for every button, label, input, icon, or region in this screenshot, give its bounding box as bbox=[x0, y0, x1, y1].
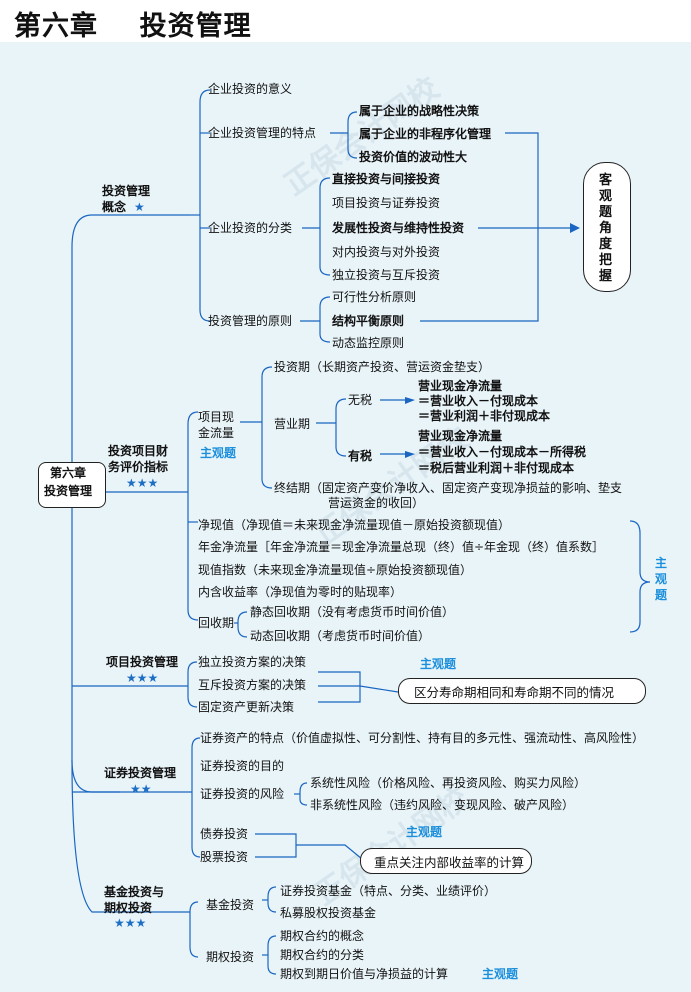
center-node bbox=[38, 462, 106, 508]
with-tax-line: 营业现金净流量 bbox=[418, 429, 503, 443]
principle-item: 动态监控原则 bbox=[332, 336, 405, 350]
payback-label: 回收期 bbox=[198, 616, 235, 630]
objective-char: 客 bbox=[599, 173, 613, 188]
no-tax-label: 无税 bbox=[348, 393, 373, 407]
branch3-label: 项目投资管理 bbox=[106, 655, 179, 669]
fund-item: 证券投资基金（特点、分类、业绩评价） bbox=[280, 884, 497, 898]
mindmap-panel: 正保会计网校 正保会计网校 正保会计网校 bbox=[0, 42, 691, 992]
no-tax-line: ＝营业利润＋非付现成本 bbox=[418, 409, 551, 423]
fund-item: 私募股权投资基金 bbox=[280, 906, 377, 920]
center-label-1: 第六章 bbox=[50, 466, 87, 480]
branch3-stars: ★★★ bbox=[126, 671, 159, 685]
with-tax-line: ＝营业收入－付现成本－所得税 bbox=[418, 445, 587, 459]
branch1-label-2: 概念 bbox=[102, 200, 127, 214]
branch5-label-1: 基金投资与 bbox=[104, 885, 165, 899]
operate-period: 营业期 bbox=[274, 417, 311, 431]
branch1-stars: ★ bbox=[134, 200, 145, 214]
feature-item: 属于企业的非程序化管理 bbox=[359, 127, 492, 141]
cashflow-tag: 主观题 bbox=[200, 446, 237, 460]
b3-item: 独立投资方案的决策 bbox=[198, 655, 307, 669]
b3-note: 区分寿命期相同和寿命期不同的情况 bbox=[414, 685, 615, 700]
no-tax-line: 营业现金净流量 bbox=[418, 379, 503, 393]
cashflow-label-1: 项目现 bbox=[198, 410, 235, 424]
indicator-item: 净现值（净现值＝未来现金净流量现值－原始投资额现值） bbox=[198, 518, 511, 532]
b1-item: 企业投资的意义 bbox=[208, 82, 293, 96]
b5-tag: 主观题 bbox=[482, 967, 519, 981]
payback-item: 静态回收期（没有考虑货币时间价值） bbox=[250, 605, 455, 619]
invest-period: 投资期（长期资产投资、营运资金垫支） bbox=[274, 360, 491, 374]
option-item: 期权合约的概念 bbox=[280, 929, 365, 943]
b3-tag: 主观题 bbox=[420, 657, 457, 671]
indicators-tag: 题 bbox=[655, 588, 668, 602]
connector-lines bbox=[40, 89, 651, 975]
indicator-item: 内含收益率（净现值为零时的贴现率） bbox=[198, 585, 403, 599]
b4-note-box bbox=[360, 848, 532, 874]
branch2-label-1: 投资项目财 bbox=[108, 444, 169, 458]
b4-item: 证券投资的目的 bbox=[200, 759, 285, 773]
b3-item: 固定资产更新决策 bbox=[198, 700, 295, 714]
indicator-item: 年金净流量［年金净流量＝现金净流量总现（终）值÷年金现（终）值系数］ bbox=[198, 540, 605, 554]
payback-item: 动态回收期（考虑货币时间价值） bbox=[250, 629, 431, 643]
no-tax-line: ＝营业收入－付现成本 bbox=[418, 394, 539, 408]
page-title: 第六章 投资管理 bbox=[14, 11, 252, 42]
principle-item: 可行性分析原则 bbox=[332, 290, 417, 304]
branch2-stars: ★★★ bbox=[126, 476, 159, 490]
fund-label: 基金投资 bbox=[206, 898, 255, 912]
indicator-item: 现值指数（未来现金净流量现值÷原始投资额现值） bbox=[198, 563, 473, 577]
objective-char: 握 bbox=[599, 269, 613, 284]
branch4-stars: ★★ bbox=[130, 782, 152, 796]
objective-char: 角 bbox=[599, 221, 613, 236]
category-item: 直接投资与间接投资 bbox=[332, 172, 441, 186]
risk-item: 系统性风险（价格风险、再投资风险、购买力风险） bbox=[310, 776, 587, 790]
option-item: 期权合约的分类 bbox=[280, 948, 365, 962]
b1-item: 投资管理的原则 bbox=[208, 314, 293, 328]
end-period: 终结期（固定资产变价净收入、固定资产变现净损益的影响、垫支 bbox=[274, 481, 623, 495]
b4-item: 股票投资 bbox=[200, 850, 249, 864]
principle-item: 结构平衡原则 bbox=[332, 314, 405, 328]
objective-char: 把 bbox=[599, 253, 613, 268]
b3-note-box bbox=[398, 678, 646, 704]
branch2-label-2: 务评价指标 bbox=[108, 460, 169, 474]
cashflow-label-2: 金流量 bbox=[198, 426, 235, 440]
end-period-2: 营运资金的收回） bbox=[328, 496, 425, 510]
center-label-2: 投资管理 bbox=[44, 484, 93, 498]
objective-char: 题 bbox=[599, 205, 613, 220]
objective-box bbox=[583, 162, 631, 292]
category-item: 对内投资与对外投资 bbox=[332, 245, 441, 259]
risk-item: 非系统性风险（违约风险、变现风险、破产风险） bbox=[310, 798, 575, 812]
b4-tag: 主观题 bbox=[406, 825, 443, 839]
category-item: 项目投资与证券投资 bbox=[332, 196, 441, 210]
feature-item: 属于企业的战略性决策 bbox=[359, 104, 480, 118]
branch5-label-2: 期权投资 bbox=[104, 901, 153, 915]
b4-item: 证券资产的特点（价值虚拟性、可分割性、持有目的多元性、强流动性、高风险性） bbox=[200, 731, 645, 745]
indicators-tag: 主 bbox=[655, 556, 668, 570]
b1-item: 企业投资管理的特点 bbox=[208, 126, 317, 140]
indicators-tag: 观 bbox=[655, 572, 668, 586]
with-tax-line: ＝税后营业利润＋非付现成本 bbox=[418, 461, 575, 475]
objective-char: 观 bbox=[599, 189, 613, 204]
option-item: 期权到期日价值与净损益的计算 bbox=[280, 967, 449, 981]
category-item: 独立投资与互斥投资 bbox=[332, 268, 441, 282]
branch1-label-1: 投资管理 bbox=[102, 184, 151, 198]
objective-char: 度 bbox=[599, 237, 613, 252]
branch5-stars: ★★★ bbox=[114, 916, 147, 930]
option-label: 期权投资 bbox=[206, 950, 255, 964]
branch4-label: 证券投资管理 bbox=[104, 766, 177, 780]
b1-item: 企业投资的分类 bbox=[208, 221, 293, 235]
b3-item: 互斥投资方案的决策 bbox=[198, 678, 307, 692]
with-tax-label: 有税 bbox=[348, 449, 373, 463]
category-item: 发展性投资与维持性投资 bbox=[332, 221, 465, 235]
feature-item: 投资价值的波动性大 bbox=[359, 150, 468, 164]
b4-item: 证券投资的风险 bbox=[200, 787, 285, 801]
b4-note: 重点关注内部收益率的计算 bbox=[374, 855, 525, 870]
b4-item: 债券投资 bbox=[200, 827, 249, 841]
